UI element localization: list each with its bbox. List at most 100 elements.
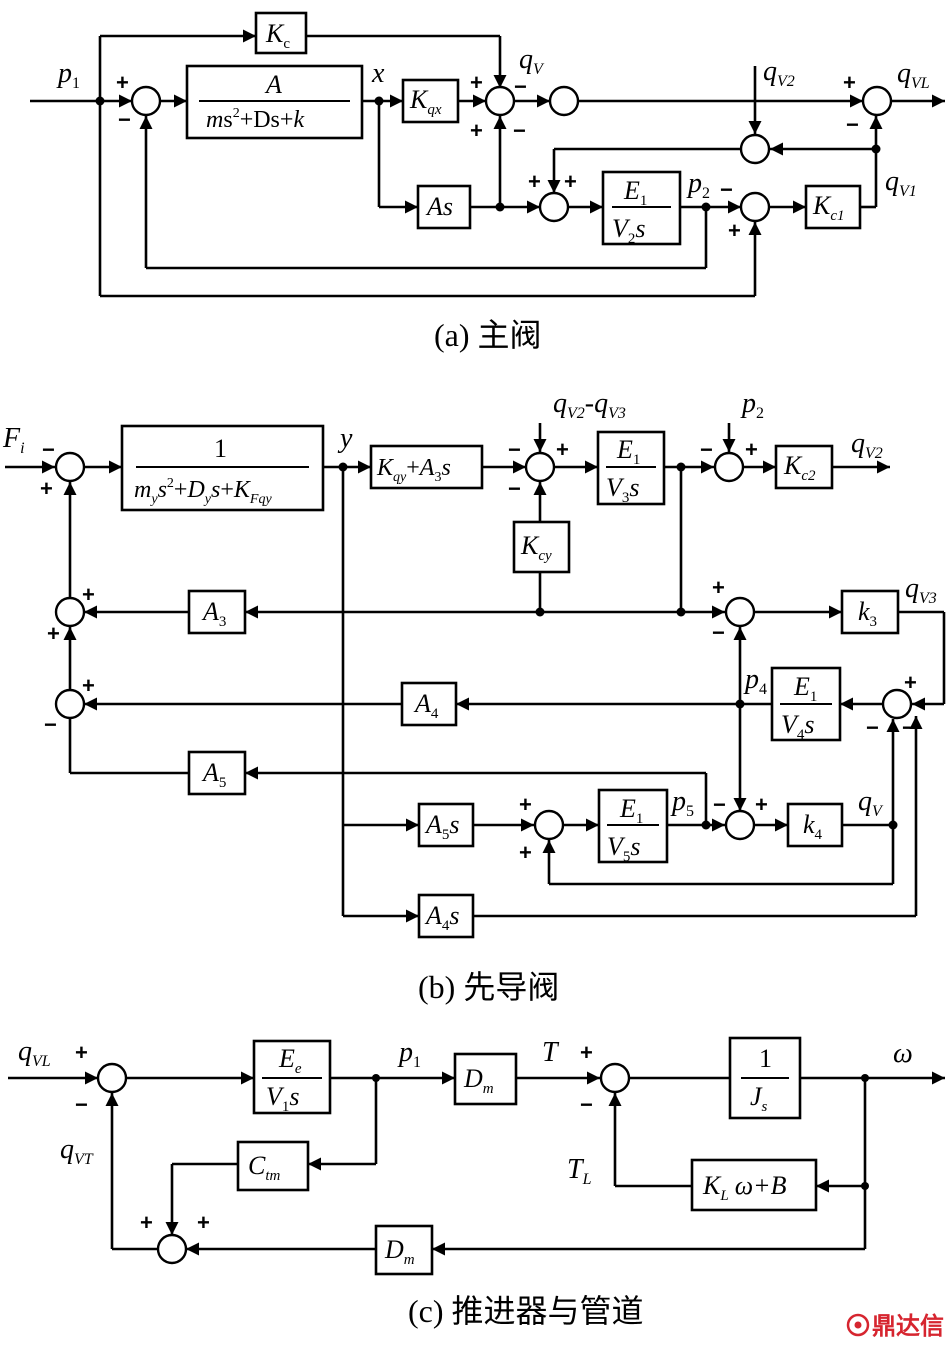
label-V2s: V2s (612, 214, 646, 247)
sum-junction (130, 85, 162, 117)
signal-Fi: Fi (2, 423, 25, 457)
sum-junction (96, 1062, 128, 1094)
svg-text:−: − (513, 118, 526, 143)
label-Js: Js (750, 1082, 768, 1115)
svg-text:+: + (40, 476, 53, 501)
label-A5: A5 (201, 758, 226, 791)
block-k4 (786, 802, 844, 848)
label-A4s: A4s (424, 901, 460, 934)
signal-qV: qV (858, 786, 884, 820)
block-Kc2 (774, 444, 834, 490)
svg-text:−: − (508, 476, 521, 501)
svg-text:+: + (755, 792, 768, 817)
block-Kqy-A3s (369, 444, 484, 490)
svg-text:−: − (866, 715, 879, 740)
label-As: As (425, 192, 453, 221)
signal-p2: p2 (686, 168, 710, 202)
svg-text:−: − (712, 620, 725, 645)
signal-p5: p5 (670, 786, 694, 820)
svg-text:+: + (140, 1210, 153, 1235)
svg-text:−: − (846, 112, 859, 137)
tf-denominator: ms2+Ds+k (206, 106, 304, 133)
sum-junction (54, 451, 86, 483)
junction-dot (701, 820, 711, 830)
sum-junction (484, 85, 516, 117)
svg-text:−: − (902, 715, 915, 740)
signal-p4: p4 (743, 664, 767, 698)
svg-text:+: + (82, 673, 95, 698)
block-A3 (187, 589, 247, 635)
label-E1-V4s-num: E1 (793, 672, 817, 705)
signal-qVL: qVL (897, 58, 930, 92)
label-Dm2: Dm (384, 1235, 415, 1268)
sum-junction (54, 688, 86, 720)
svg-text:−: − (75, 1092, 88, 1117)
block-Kc (254, 11, 308, 55)
svg-text:−: − (44, 712, 57, 737)
svg-text:+: + (75, 1040, 88, 1065)
sum-junction (861, 85, 893, 117)
signal-T: T (542, 1037, 560, 1068)
signs-a: + − + − + − + − + + − + (116, 70, 859, 243)
sum-junction (538, 191, 570, 223)
signal-qVT: qVT (60, 1134, 94, 1168)
svg-text:+: + (197, 1210, 210, 1235)
svg-text:+: + (728, 218, 741, 243)
sum-junction (739, 133, 771, 165)
block-A5s (417, 802, 475, 848)
svg-text:+: + (712, 575, 725, 600)
label-E1-V3s-num: E1 (616, 435, 640, 468)
junction-dot (735, 699, 745, 709)
signal-qV: qV (519, 44, 545, 78)
svg-text:+: + (528, 169, 541, 194)
signal-qV1: qV1 (885, 166, 917, 200)
signs-c: + − + − + + (75, 1040, 593, 1235)
svg-text:+: + (116, 70, 129, 95)
svg-text:−: − (42, 437, 55, 462)
sum-junction (548, 85, 580, 117)
watermark-logo-dot-icon (854, 1321, 862, 1329)
svg-text:−: − (720, 177, 733, 202)
diagram-c-lines (8, 1071, 945, 1256)
sum-junction (156, 1233, 188, 1265)
tf-numerator: 1 (759, 1044, 772, 1073)
signal-qV2: qV2 (763, 56, 795, 90)
svg-text:−: − (514, 74, 527, 99)
diagram-a-main-valve: Kc A ms2+Ds+k Kqx As E1 V2s Kc1 p1 x qV … (30, 11, 945, 298)
label-Ctm: Ctm (248, 1151, 281, 1184)
signal-y: y (337, 423, 353, 454)
junction-dot (861, 1074, 869, 1082)
caption-b: (b) 先导阀 (418, 969, 559, 1005)
label-Kqy-A3s: Kqy+A3s (376, 455, 451, 485)
block-A4 (400, 681, 458, 727)
watermark-logo-icon (846, 1313, 870, 1337)
label-Dm: Dm (463, 1064, 494, 1097)
label-Ee: Ee (278, 1044, 302, 1077)
block-Kqx (401, 78, 460, 124)
svg-text:−: − (713, 792, 726, 817)
junction-dot (861, 1182, 869, 1190)
junction-dot (372, 1074, 380, 1082)
signal-qV2: qV2 (851, 428, 883, 462)
sum-junction (724, 596, 756, 628)
svg-text:+: + (470, 70, 483, 95)
svg-text:+: + (519, 792, 532, 817)
svg-text:+: + (745, 437, 758, 462)
block-Kc1 (804, 184, 862, 230)
label-E1-V5s-den: V5s (607, 832, 641, 865)
label-E1-V4s-den: V4s (781, 710, 815, 743)
junction-dot (701, 202, 711, 212)
svg-text:+: + (564, 169, 577, 194)
junction-dot (495, 202, 505, 212)
sum-junction (881, 688, 913, 720)
sum-junction (54, 596, 86, 628)
label-E1-V5s-num: E1 (619, 794, 643, 827)
signal-qV3: qV3 (905, 573, 937, 607)
sum-junction (533, 809, 565, 841)
junction-dot (535, 607, 545, 617)
block-Ctm (236, 1140, 310, 1192)
junction-dot (338, 462, 348, 472)
label-A3: A3 (201, 597, 226, 630)
